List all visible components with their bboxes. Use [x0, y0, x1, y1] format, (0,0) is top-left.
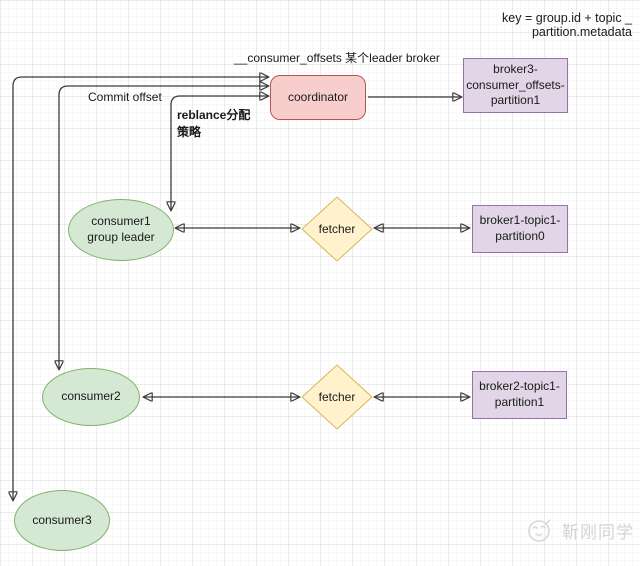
broker3-label: broker3- consumer_offsets- partition1: [466, 62, 565, 108]
fetcher2-node: fetcher: [301, 364, 373, 430]
consumer-offsets-leader-label: __consumer_offsets 某个leader broker: [234, 51, 440, 65]
connector-coordinator-consumer1: [171, 96, 268, 210]
fetcher2-label: fetcher: [318, 390, 356, 404]
consumer2-label: consumer2: [61, 389, 121, 404]
watermark-text: 靳刚同学: [562, 522, 634, 542]
consumer2-node: consumer2: [42, 368, 140, 426]
fetcher1-diamond-shape: [301, 196, 373, 262]
rebalance-strategy-label: reblance分配 策略: [177, 108, 251, 139]
key-formula-text: key = group.id + topic _ partition.metad…: [502, 11, 632, 39]
coordinator-node: coordinator: [270, 75, 366, 120]
broker2-label: broker2-topic1- partition1: [479, 379, 560, 409]
broker1-label: broker1-topic1- partition0: [479, 213, 561, 243]
commit-offset-label: Commit offset: [88, 90, 162, 104]
consumer3-node: consumer3: [14, 490, 110, 551]
consumer1-label: consumer1 group leader: [87, 214, 155, 244]
connector-coordinator-consumer2: [59, 86, 268, 369]
fetcher1-label: fetcher: [318, 222, 356, 236]
fetcher2-diamond-shape: [301, 364, 373, 430]
broker3-node: broker3- consumer_offsets- partition1: [463, 58, 568, 113]
broker2-node: broker2-topic1- partition1: [472, 371, 567, 419]
connector-coordinator-consumer3: [13, 77, 268, 500]
broker1-node: broker1-topic1- partition0: [472, 205, 568, 253]
watermark-logo-icon: [528, 519, 551, 542]
watermark: 靳刚同学: [524, 515, 634, 545]
coordinator-label: coordinator: [287, 89, 349, 104]
consumer1-node: consumer1 group leader: [68, 199, 174, 261]
consumer3-label: consumer3: [32, 512, 92, 527]
fetcher1-node: fetcher: [301, 196, 373, 262]
